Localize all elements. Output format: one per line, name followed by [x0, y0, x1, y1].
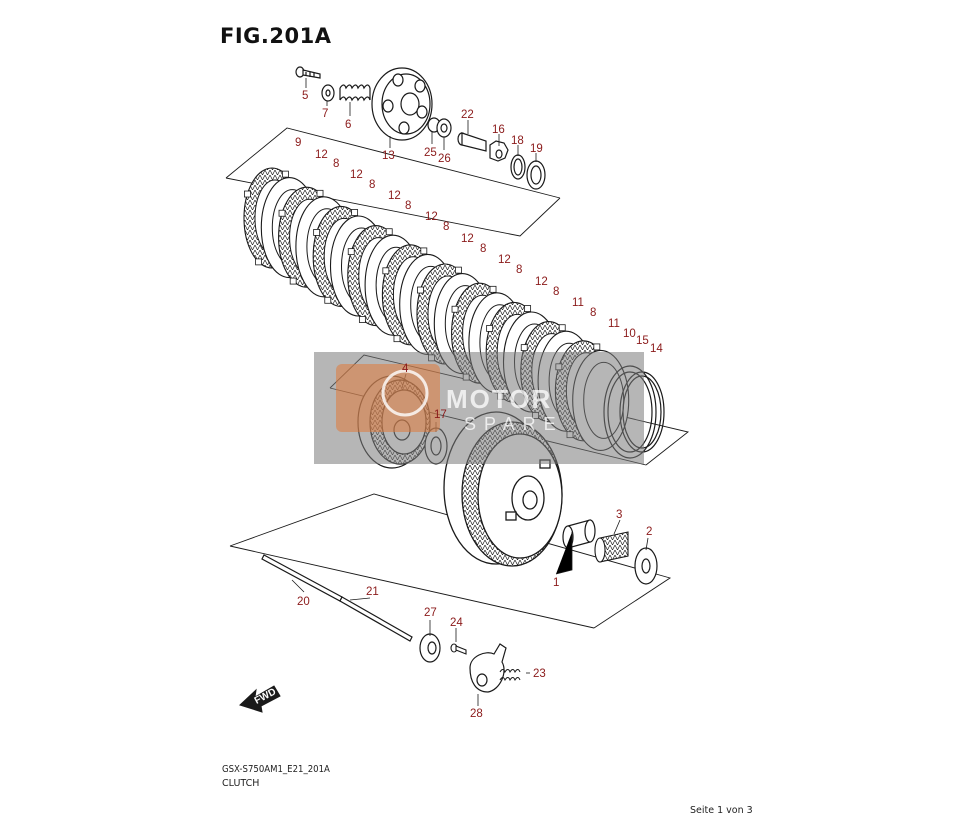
watermark: MOTOR SPARE	[314, 352, 644, 464]
callout-12a: 12	[315, 149, 328, 161]
return-spring	[499, 669, 521, 682]
callout-7: 7	[322, 108, 328, 120]
callout-20: 20	[297, 596, 310, 608]
leader-lines-lower	[291, 373, 649, 706]
clutch-push-piece	[457, 132, 487, 152]
watermark-logo	[336, 364, 440, 432]
model-code: GSX-S750AM1_E21_201A	[222, 764, 330, 775]
callout-22: 22	[461, 109, 474, 121]
callout-8a: 8	[333, 158, 339, 170]
gear-thrust-washer	[634, 547, 658, 585]
callout-8f: 8	[516, 264, 522, 276]
leader-lines-top	[305, 78, 537, 162]
release-bolt	[450, 643, 467, 655]
callout-5: 5	[302, 90, 308, 102]
clutch-spring	[339, 84, 371, 102]
callout-12b: 12	[350, 169, 363, 181]
callout-12c: 12	[388, 190, 401, 202]
callout-18: 18	[511, 135, 524, 147]
callout-12d: 12	[425, 211, 438, 223]
callout-6: 6	[345, 119, 351, 131]
fwd-arrow-icon: FWD	[239, 685, 281, 713]
page-indicator: Seite 1 von 3	[690, 805, 753, 816]
callout-11b: 11	[608, 318, 620, 330]
release-camshaft	[469, 643, 507, 693]
callout-12f: 12	[498, 254, 511, 266]
driven-gear-spacer	[562, 519, 596, 549]
callout-9: 9	[295, 137, 301, 149]
figure-title: FIG.201A	[220, 24, 332, 48]
callout-25: 25	[424, 147, 437, 159]
watermark-sub: SPARE	[464, 414, 564, 434]
callout-17: 17	[434, 409, 447, 421]
lock-washer	[510, 154, 526, 180]
release-bearing	[436, 118, 452, 138]
callout-10: 10	[623, 328, 636, 340]
callout-16: 16	[492, 124, 505, 136]
callout-1: 1	[553, 577, 559, 589]
section-name: CLUTCH	[222, 778, 260, 789]
callout-27: 27	[424, 607, 437, 619]
callout-21: 21	[366, 586, 379, 598]
callout-8b: 8	[369, 179, 375, 191]
callout-4: 4	[402, 363, 409, 375]
callout-11a: 11	[572, 297, 584, 309]
clutch-sleeve-hub-nut	[489, 140, 509, 162]
callout-12e: 12	[461, 233, 474, 245]
callout-12g: 12	[535, 276, 548, 288]
callout-8h: 8	[590, 307, 596, 319]
spring-washer	[321, 84, 335, 102]
callout-2: 2	[646, 526, 652, 538]
watermark-brand: MOTOR	[446, 384, 552, 414]
callout-3: 3	[616, 509, 622, 521]
callout-14: 14	[650, 343, 663, 355]
oil-seal	[419, 633, 441, 663]
callout-8d: 8	[443, 221, 449, 233]
callout-28: 28	[470, 708, 483, 720]
callout-23: 23	[533, 668, 546, 680]
callout-26: 26	[438, 153, 451, 165]
callout-19: 19	[530, 143, 543, 155]
clutch-push-rod-right	[339, 596, 413, 642]
callout-13: 13	[382, 150, 395, 162]
callout-8c: 8	[405, 200, 411, 212]
clutch-spring-bolt	[295, 66, 321, 79]
callout-24: 24	[450, 617, 463, 629]
callout-8g: 8	[553, 286, 559, 298]
clutch-washer	[526, 160, 546, 190]
pressure-plate	[371, 67, 433, 141]
callout-numbers: 5 7 6 13 25 26 22 16 18 19 9 12 8 12 8 1…	[295, 90, 663, 720]
needle-bearing	[594, 531, 629, 563]
pressure-plate-group	[295, 66, 546, 190]
callout-8e: 8	[480, 243, 486, 255]
callout-15: 15	[636, 335, 649, 347]
